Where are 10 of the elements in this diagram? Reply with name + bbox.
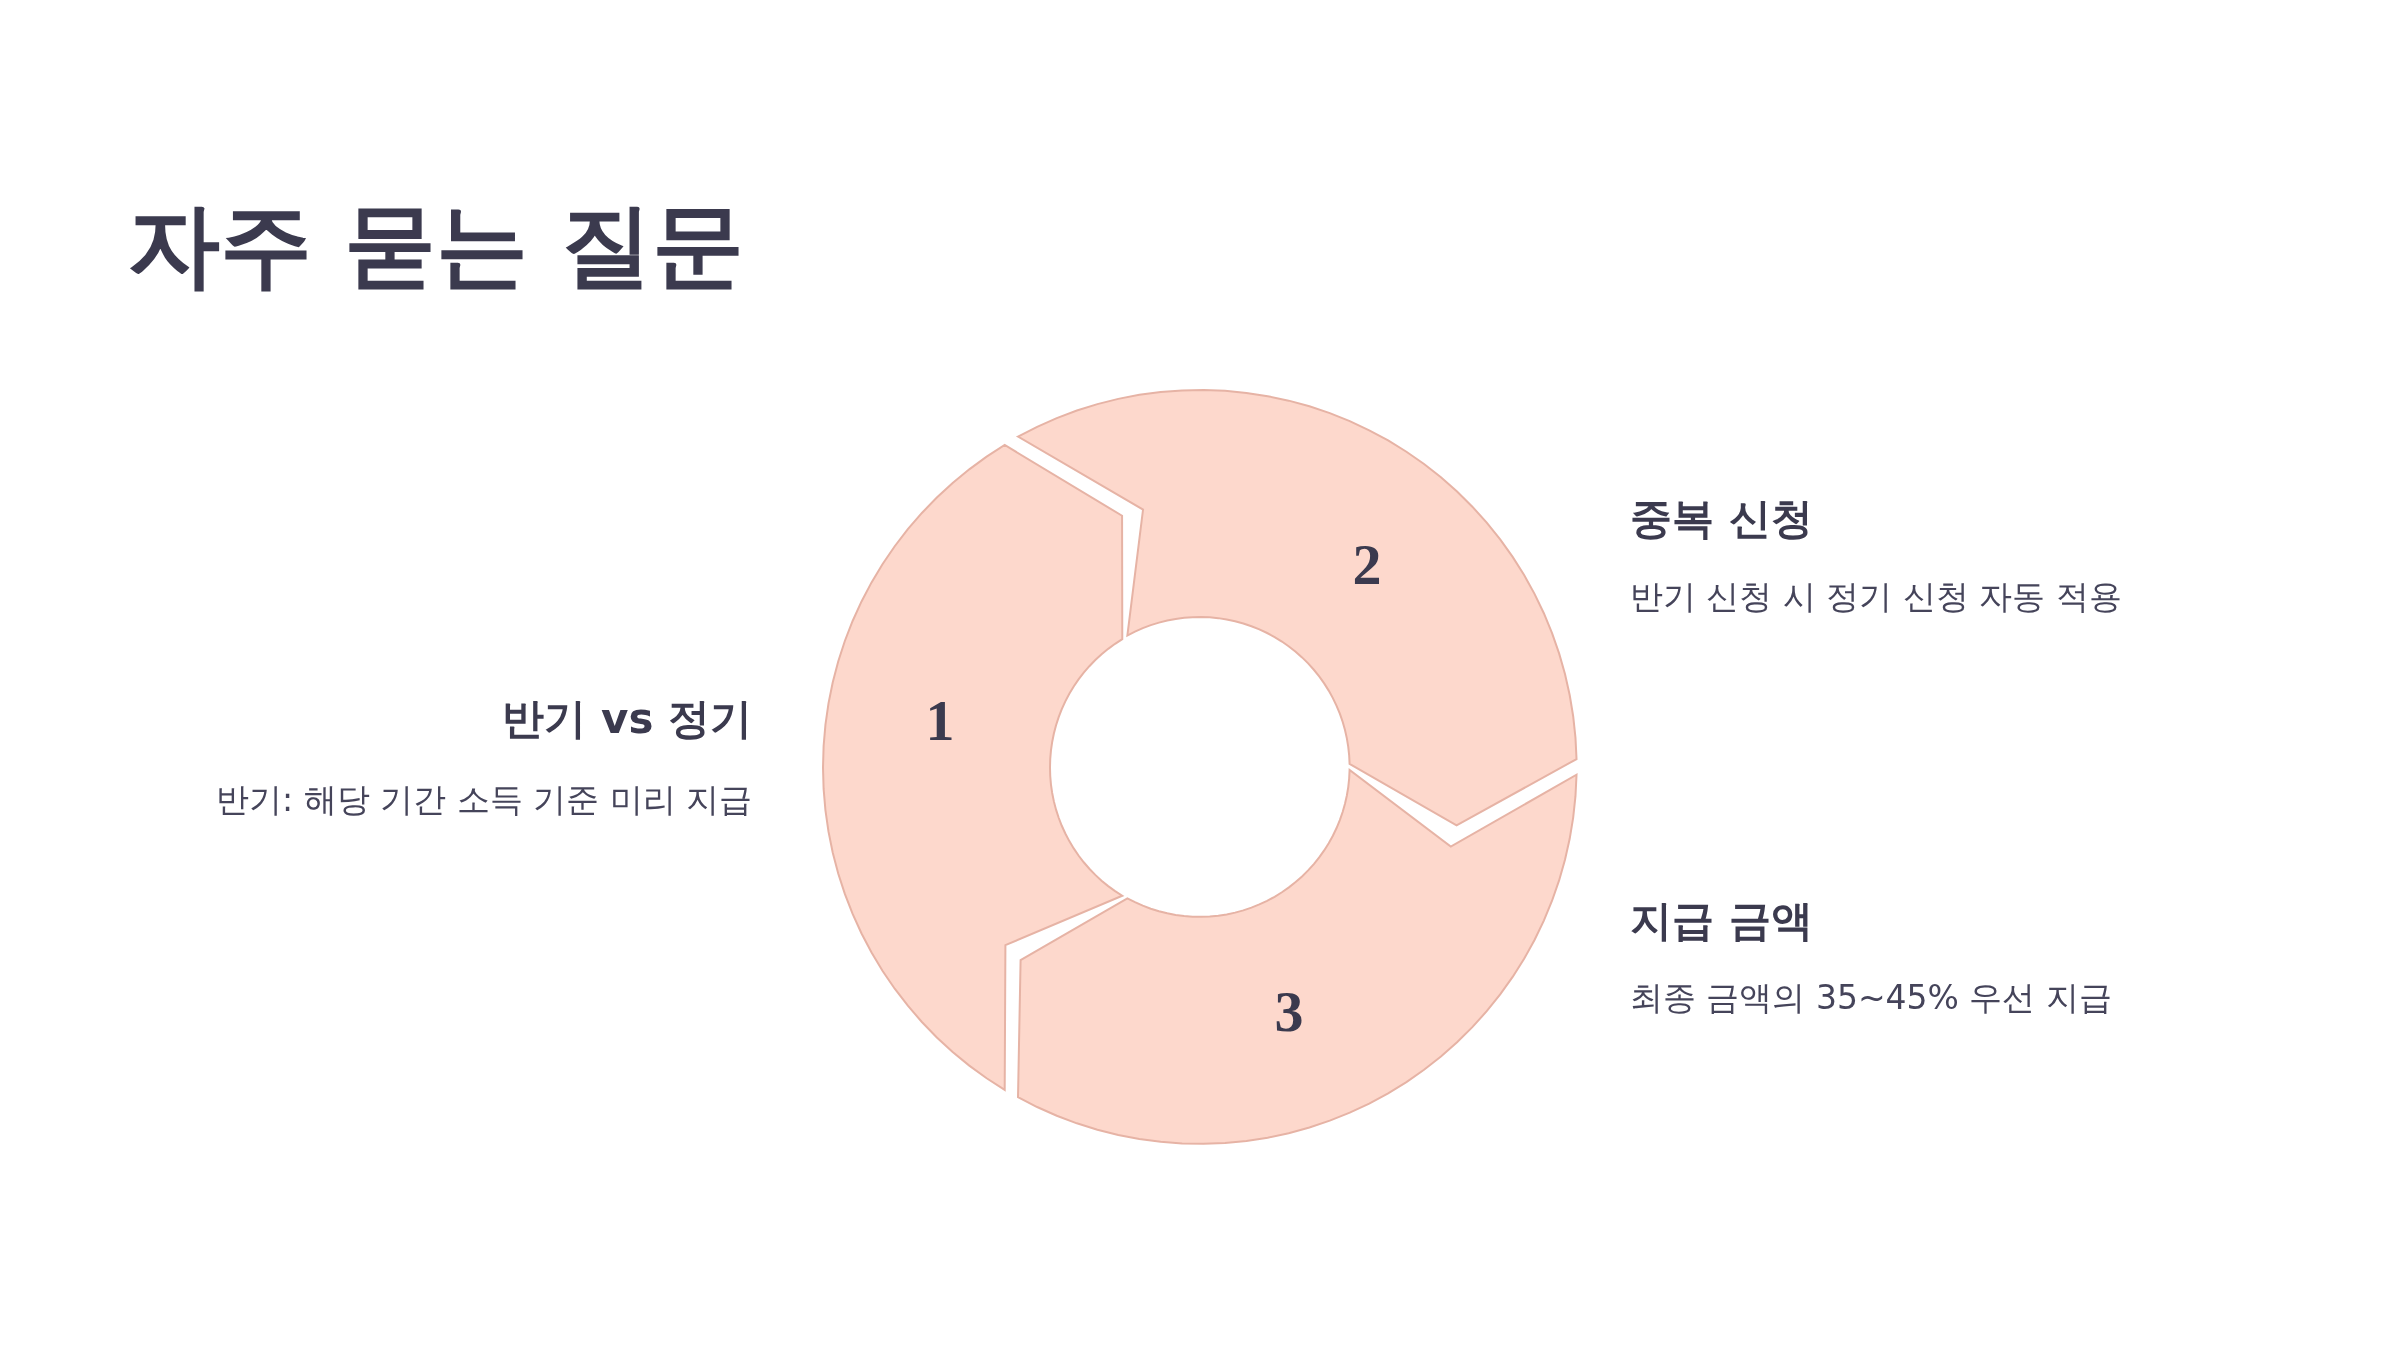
title: 자주 묻는 질문	[128, 195, 745, 297]
description: 반기: 해당 기간 소득 기준 미리 지급	[215, 780, 752, 820]
heading: 지급 금액	[1630, 896, 1813, 947]
description: 최종 금액의 35~45% 우선 지급	[1630, 978, 2112, 1018]
heading: 중복 신청	[1630, 494, 1813, 545]
step-number: 1	[925, 692, 955, 750]
step-number: 3	[1274, 983, 1304, 1041]
description: 반기 신청 시 정기 신청 자동 적용	[1630, 577, 2122, 617]
heading: 반기 vs 정기	[502, 694, 752, 745]
step-number: 2	[1352, 536, 1382, 594]
